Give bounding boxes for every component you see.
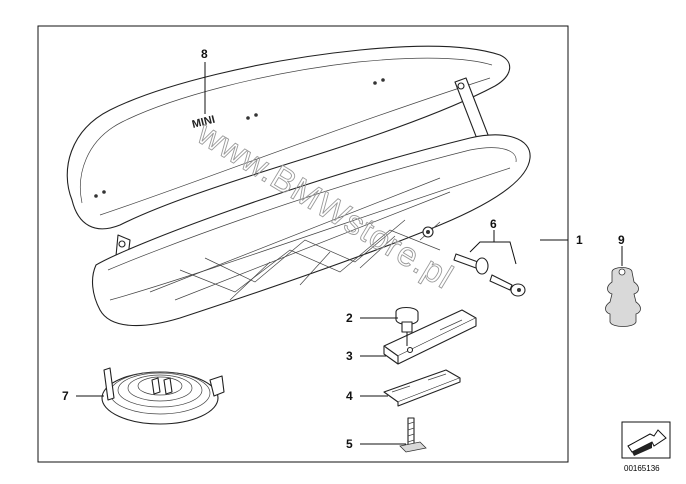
callout-6: 6 — [490, 217, 497, 231]
key-set — [453, 253, 526, 297]
reference-box: 00165136 — [621, 421, 671, 473]
rubber-stopper — [605, 267, 641, 327]
leader-lines — [76, 62, 623, 445]
callout-9: 9 — [618, 233, 625, 247]
fixing-kit — [383, 306, 477, 453]
reference-number: 00165136 — [624, 464, 660, 473]
diagram-frame — [37, 25, 569, 463]
callout-3: 3 — [346, 349, 353, 363]
roof-box — [66, 45, 531, 327]
callout-7: 7 — [62, 389, 69, 403]
callout-5: 5 — [346, 437, 353, 451]
brand-label: MINI — [191, 114, 216, 131]
callout-8: 8 — [201, 47, 208, 61]
callout-2: 2 — [346, 311, 353, 325]
callout-4: 4 — [346, 389, 353, 403]
callout-1: 1 — [576, 233, 583, 247]
strap-roll — [101, 367, 225, 425]
